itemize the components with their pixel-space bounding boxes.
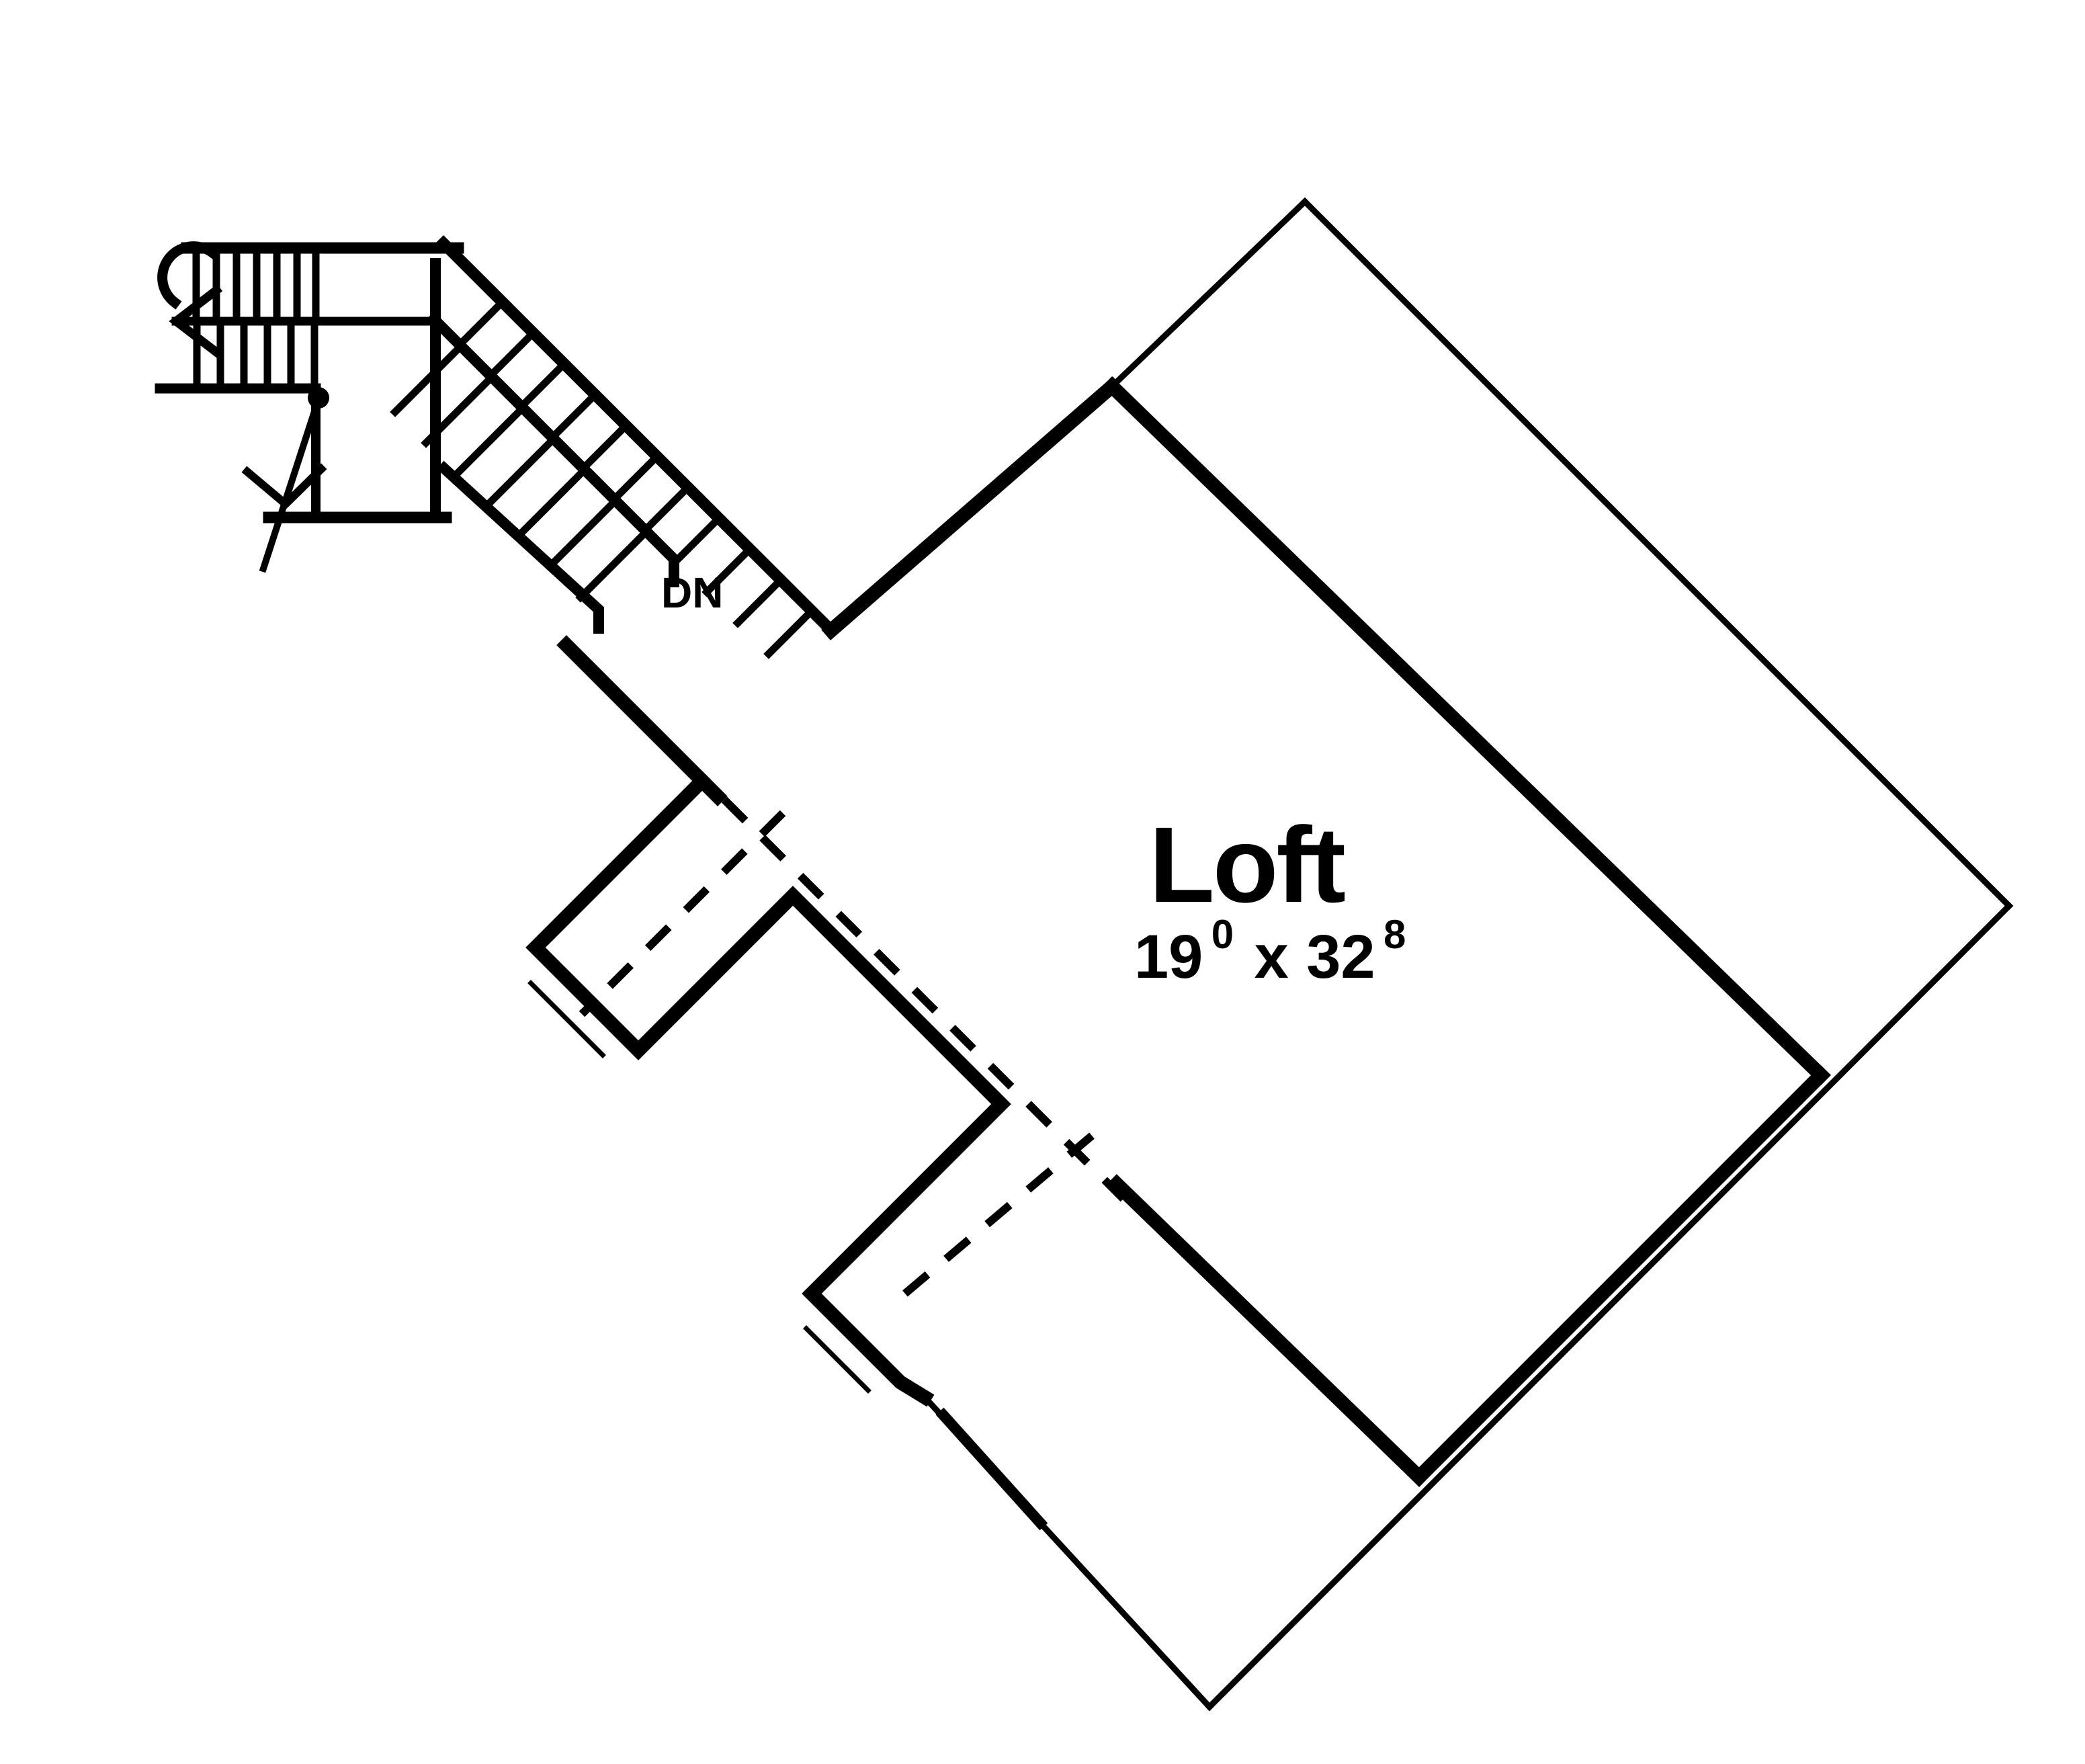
dormer-walls xyxy=(525,635,1011,1407)
stair-run-arrow-line xyxy=(259,398,322,573)
dormer-2-window-icon xyxy=(803,1325,871,1394)
dimension-separator: x xyxy=(1254,923,1289,991)
loft-knee-wall-southwest xyxy=(1107,1174,1429,1487)
room-dimensions: 19 0 x 32 8 xyxy=(1134,912,1406,991)
stair-treads-diagonal-upper-band xyxy=(454,297,816,659)
roof-outline-top-left-edge xyxy=(1107,197,1310,391)
stair-treads-diagonal-lower-band xyxy=(390,341,652,603)
ceiling-break-lines xyxy=(579,796,1127,1304)
stair-treads-lower-flight xyxy=(193,323,318,386)
stair-entry-arrow-icon xyxy=(169,284,223,359)
hallway-wall xyxy=(821,376,1122,640)
diagonal-flight-top-rail xyxy=(435,235,840,639)
dormer-1-window-icon xyxy=(527,980,606,1058)
loft-wall-northeast xyxy=(1102,376,1831,1085)
stair-run-arrow-head-icon xyxy=(241,463,327,510)
roof-outline-top-right-edge xyxy=(1300,197,2014,911)
ceiling-break-dormer-2-icon xyxy=(894,1132,1095,1304)
dormer-1-and-2-walls xyxy=(525,771,1011,1407)
stairs-down-label: DN xyxy=(661,569,723,617)
stairwell-half-wall xyxy=(556,635,728,806)
staircase xyxy=(155,235,840,659)
labels: Loft 19 0 x 32 8 DN xyxy=(661,569,1406,991)
room-label: Loft xyxy=(1149,804,1345,925)
stair-handrail-curl-icon xyxy=(157,241,220,310)
dimension-inches-b: 8 xyxy=(1384,912,1406,957)
ceiling-break-knee-wall-icon xyxy=(721,796,1127,1202)
dimension-inches-a: 0 xyxy=(1211,912,1234,957)
newel-post-dot-icon xyxy=(308,387,329,409)
dimension-feet-a: 19 xyxy=(1134,923,1203,991)
window-marker-south-icon xyxy=(935,1407,1048,1531)
dimension-feet-b: 32 xyxy=(1306,923,1375,991)
roof-outline xyxy=(920,197,2014,1712)
stair-treads-upper-flight xyxy=(192,250,320,319)
ceiling-break-dormer-1-icon xyxy=(579,810,786,1017)
window-marker-southeast-icon xyxy=(1541,1227,1669,1355)
diagonal-flight-lower-rail xyxy=(436,460,604,634)
roof-outline-bottom-right-edge xyxy=(1205,901,2014,1712)
window-markers xyxy=(935,1227,1669,1531)
